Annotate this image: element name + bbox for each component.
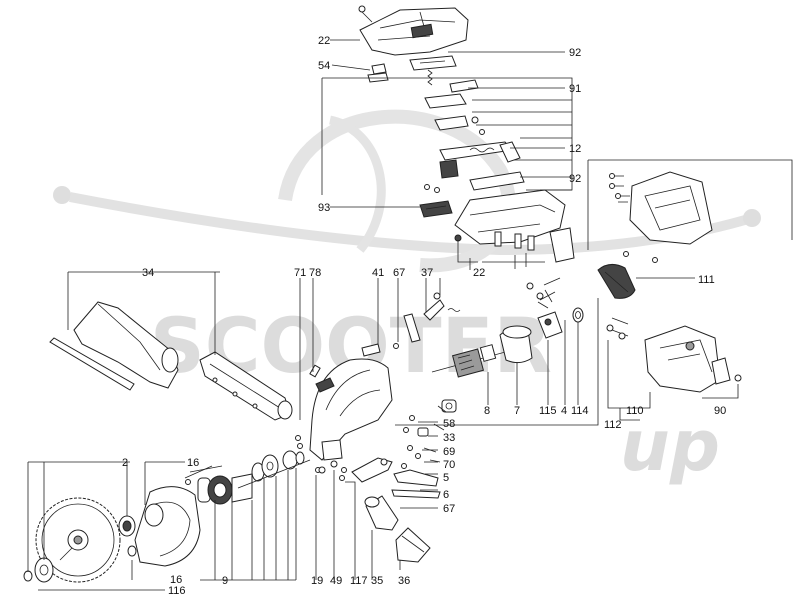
callout-16-top: 16 — [187, 457, 199, 469]
pins-49-117 — [318, 460, 347, 481]
top-cover-assembly — [358, 5, 469, 56]
callout-16-bot: 16 — [170, 574, 182, 586]
callout-93: 93 — [318, 202, 330, 214]
callout-8: 8 — [484, 405, 490, 417]
lower-guard — [134, 465, 213, 567]
brush-cap-ring — [597, 264, 636, 299]
bearing-114 — [572, 307, 584, 323]
lever-37 — [423, 292, 461, 321]
trigger-lever-assembly — [424, 141, 525, 193]
saw-blade — [35, 497, 121, 583]
callout-70: 70 — [443, 459, 455, 471]
callout-19: 19 — [311, 575, 323, 587]
gear-housing-right — [644, 325, 742, 393]
callout-110: 110 — [626, 405, 644, 417]
callout-34: 34 — [142, 267, 154, 279]
callout-6: 6 — [443, 489, 449, 501]
callout-7: 7 — [514, 405, 520, 417]
callout-58: 58 — [443, 418, 455, 430]
callout-36: 36 — [398, 575, 410, 587]
callout-92-mid: 92 — [569, 173, 581, 185]
callout-115: 115 — [539, 405, 557, 417]
lock-parts-58-70 — [403, 405, 447, 463]
spring-clip-5-6 — [391, 463, 441, 499]
switch-plate — [409, 55, 457, 71]
callout-69: 69 — [443, 446, 455, 458]
lever-arm — [351, 457, 393, 483]
callout-12: 12 — [569, 143, 581, 155]
label-part-54 — [367, 63, 389, 83]
spring-part — [427, 69, 433, 86]
flange-and-bolt — [23, 515, 137, 583]
callout-78: 78 — [309, 267, 321, 279]
callout-41: 41 — [372, 267, 384, 279]
callout-4: 4 — [561, 405, 567, 417]
nozzle-35 — [364, 495, 399, 531]
callout-71: 71 — [294, 267, 306, 279]
callout-116: 116 — [168, 585, 186, 597]
spindle-bearing-set — [189, 450, 305, 505]
brush-holder — [526, 277, 563, 339]
callout-2: 2 — [122, 457, 128, 469]
guard-details-41-67 — [361, 313, 421, 357]
upper-guard — [309, 358, 393, 461]
callout-33: 33 — [443, 432, 455, 444]
callout-labels: 22 92 54 91 12 92 93 22 34 71 78 41 67 3… — [122, 35, 726, 597]
motor-housing-lower — [454, 189, 575, 270]
callout-114: 114 — [571, 405, 589, 417]
callout-9: 9 — [222, 575, 228, 587]
handle-housing-right — [609, 171, 713, 263]
callout-90: 90 — [714, 405, 726, 417]
callout-92-top: 92 — [569, 47, 581, 59]
callout-111: 111 — [698, 274, 715, 286]
callout-91: 91 — [569, 83, 581, 95]
callout-37: 37 — [421, 267, 433, 279]
callout-5: 5 — [443, 472, 449, 484]
callout-54: 54 — [318, 60, 330, 72]
washer-8 — [441, 399, 457, 413]
callout-22-mid: 22 — [473, 267, 485, 279]
leader-lines — [27, 39, 793, 591]
callout-22-top: 22 — [318, 35, 330, 47]
callout-67-bot: 67 — [443, 503, 455, 515]
callout-67-top: 67 — [393, 267, 405, 279]
stator — [499, 325, 533, 364]
callout-112: 112 — [604, 419, 622, 431]
nozzle-36 — [395, 527, 431, 563]
callout-117: 117 — [350, 575, 368, 587]
callout-49: 49 — [330, 575, 342, 587]
screws-110 — [606, 317, 629, 340]
grip-insert — [419, 200, 453, 218]
dust-tube — [49, 301, 179, 391]
watermark-suffix: up — [620, 405, 720, 487]
callout-35: 35 — [371, 575, 383, 587]
